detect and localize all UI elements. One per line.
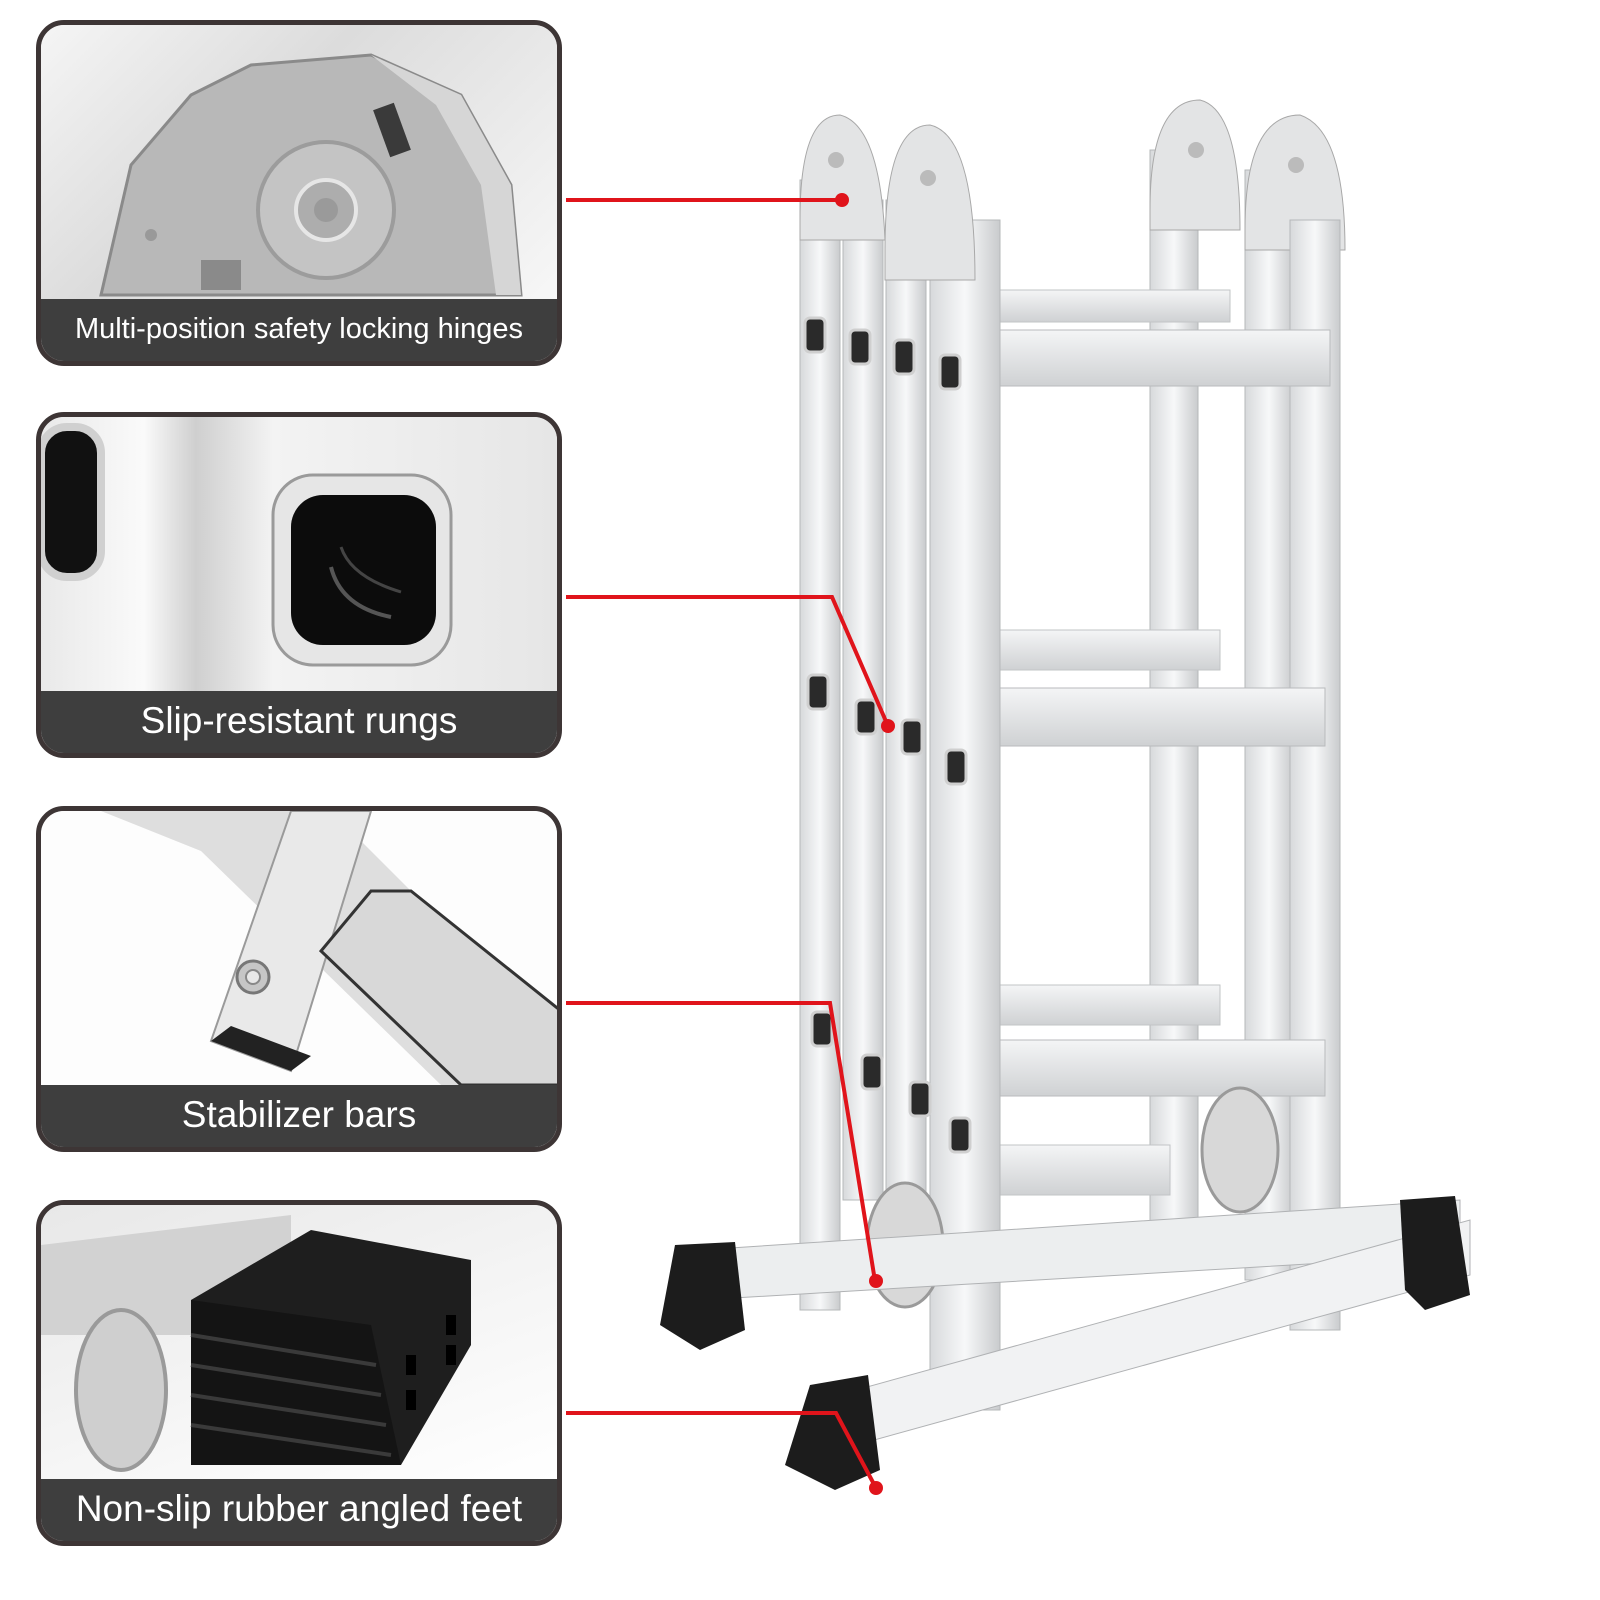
rubber-foot-closeup-photo <box>41 1205 557 1479</box>
feature-panel-rungs: Slip-resistant rungs <box>36 412 562 758</box>
feature-caption: Multi-position safety locking hinges <box>41 299 557 361</box>
hinge-closeup-photo <box>41 25 557 299</box>
feature-panel-stabilizer: Stabilizer bars <box>36 806 562 1152</box>
ladder-product-image <box>650 90 1490 1530</box>
feature-caption: Slip-resistant rungs <box>41 691 557 753</box>
feature-panel-hinges: Multi-position safety locking hinges <box>36 20 562 366</box>
feature-caption: Stabilizer bars <box>41 1085 557 1147</box>
feature-panel-feet: Non-slip rubber angled feet <box>36 1200 562 1546</box>
feature-caption: Non-slip rubber angled feet <box>41 1479 557 1541</box>
rung-closeup-photo <box>41 417 557 691</box>
stabilizer-closeup-photo <box>41 811 557 1087</box>
